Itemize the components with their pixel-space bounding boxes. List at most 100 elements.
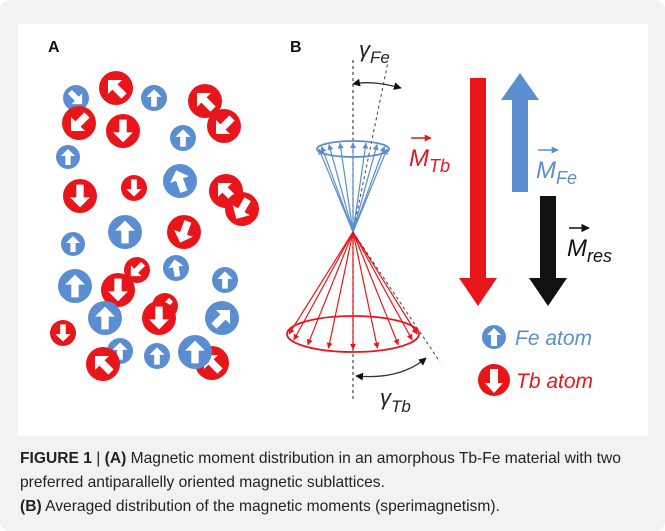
atom-moment-arrow xyxy=(211,309,231,329)
atom-moment-arrow xyxy=(149,347,165,365)
legend-fe: Fe atom xyxy=(482,325,592,350)
atom-moment-arrow xyxy=(113,119,133,143)
atom-moment-arrow xyxy=(170,170,189,193)
atom-moment-arrow xyxy=(175,129,191,147)
atom-moment-arrow xyxy=(126,179,142,197)
atom-moment-arrow xyxy=(95,306,115,330)
fe-atom xyxy=(178,335,212,369)
atom-moment-arrow xyxy=(130,261,146,277)
caption-part-b-label: (B) xyxy=(20,498,42,515)
fe-atom xyxy=(141,85,167,111)
fe-moment-ray xyxy=(352,142,369,233)
caption-part-a-label: (A) xyxy=(104,450,127,467)
caption-part-a-text: Magnetic moment distribution in an amorp… xyxy=(20,450,621,491)
gamma-tb-symbol: γTb xyxy=(380,385,411,416)
tb-moment-ray xyxy=(326,231,354,349)
atom-moment-arrow xyxy=(66,236,80,252)
gamma-tb-arc xyxy=(355,357,427,381)
tb-atom xyxy=(106,114,140,148)
fe-atom xyxy=(163,255,189,281)
atom-moment-arrow xyxy=(108,278,128,302)
fe-moment-ray xyxy=(352,148,388,233)
figure-label: FIGURE 1 xyxy=(20,450,92,467)
tb-atom xyxy=(207,109,241,143)
panel-a-label: A xyxy=(48,39,60,56)
atom-moment-arrow xyxy=(115,220,135,244)
tb-cone-edge-line xyxy=(352,231,441,363)
tb-atom xyxy=(167,215,201,249)
atom-moment-arrow xyxy=(61,149,75,165)
fe-moment-ray xyxy=(320,146,354,233)
fe-atom xyxy=(108,215,142,249)
tb-moment-ray xyxy=(306,231,354,346)
gamma-fe-arc xyxy=(352,78,402,90)
tb-atom xyxy=(62,106,96,140)
atom-moment-arrow xyxy=(146,89,162,107)
tb-atom xyxy=(225,192,259,226)
tb-cone-rim xyxy=(286,315,420,353)
fe-atom xyxy=(205,301,239,335)
svg-text:MTb: MTb xyxy=(409,145,450,176)
tb-atom xyxy=(50,320,76,346)
atom-moment-arrow xyxy=(55,324,71,342)
atom-moment-arrow xyxy=(65,274,85,298)
tb-cone xyxy=(288,231,418,350)
fe-atom xyxy=(56,145,80,169)
m-fe-vector xyxy=(501,73,539,192)
atom-moment-arrow xyxy=(70,184,90,208)
atom-moment-arrow xyxy=(107,79,127,99)
atom-moment-arrow xyxy=(168,259,184,278)
tb-moment-ray xyxy=(352,231,418,335)
atom-moment-arrow xyxy=(174,220,193,243)
fe-atom xyxy=(144,343,170,369)
tb-atom xyxy=(188,84,222,118)
fe-atom xyxy=(212,267,238,293)
m-tb-label: MTb xyxy=(409,134,450,176)
fe-atom xyxy=(58,269,92,303)
fe-cone-edge-line xyxy=(352,61,389,233)
m-res-vector xyxy=(529,196,567,306)
fe-atom xyxy=(63,85,89,111)
fe-atom xyxy=(163,164,197,198)
tb-moment-ray xyxy=(352,231,400,346)
tb-moment-ray xyxy=(288,231,354,335)
fe-moment-ray xyxy=(327,143,354,233)
atom-moment-arrow xyxy=(185,340,205,364)
legend-tb-label: Tb atom xyxy=(516,370,593,393)
tb-atom xyxy=(121,175,147,201)
caption-part-b-text: Averaged distribution of the magnetic mo… xyxy=(41,498,500,515)
fe-atom xyxy=(61,232,85,256)
atom-moment-arrow xyxy=(94,355,114,375)
tb-moment-ray xyxy=(352,231,380,349)
atom-moment-arrow xyxy=(67,89,83,105)
panel-b-label: B xyxy=(290,39,302,56)
fe-moment-ray xyxy=(337,142,354,233)
tb-atom xyxy=(142,301,176,335)
m-tb-vector xyxy=(459,78,497,306)
atom-moment-arrow xyxy=(215,115,235,135)
legend-fe-label: Fe atom xyxy=(515,327,592,350)
fe-moment-ray xyxy=(352,143,379,233)
figure-caption: FIGURE 1 | (A) Magnetic moment distribut… xyxy=(20,447,650,519)
atom-moment-arrow xyxy=(232,197,251,219)
tb-atom xyxy=(99,71,133,105)
svg-text:Mres: Mres xyxy=(567,235,612,266)
tb-atom xyxy=(101,273,135,307)
atom-field xyxy=(50,71,259,381)
m-res-label: Mres xyxy=(567,223,612,266)
atom-moment-arrow xyxy=(112,342,128,360)
atom-moment-arrow xyxy=(149,306,169,330)
atom-moment-arrow xyxy=(196,92,216,112)
caption-separator: | xyxy=(91,450,105,467)
atom-moment-arrow xyxy=(70,112,90,132)
atom-moment-arrow xyxy=(217,271,233,289)
figure-illustration: A B γFe γTb xyxy=(18,24,648,436)
m-fe-label: MFe xyxy=(536,146,577,188)
legend-tb: Tb atom xyxy=(478,364,593,396)
tb-atom xyxy=(63,179,97,213)
tb-atom xyxy=(124,257,150,283)
fe-atom xyxy=(88,301,122,335)
gamma-fe-symbol: γFe xyxy=(359,37,390,67)
svg-text:MFe: MFe xyxy=(536,157,577,188)
